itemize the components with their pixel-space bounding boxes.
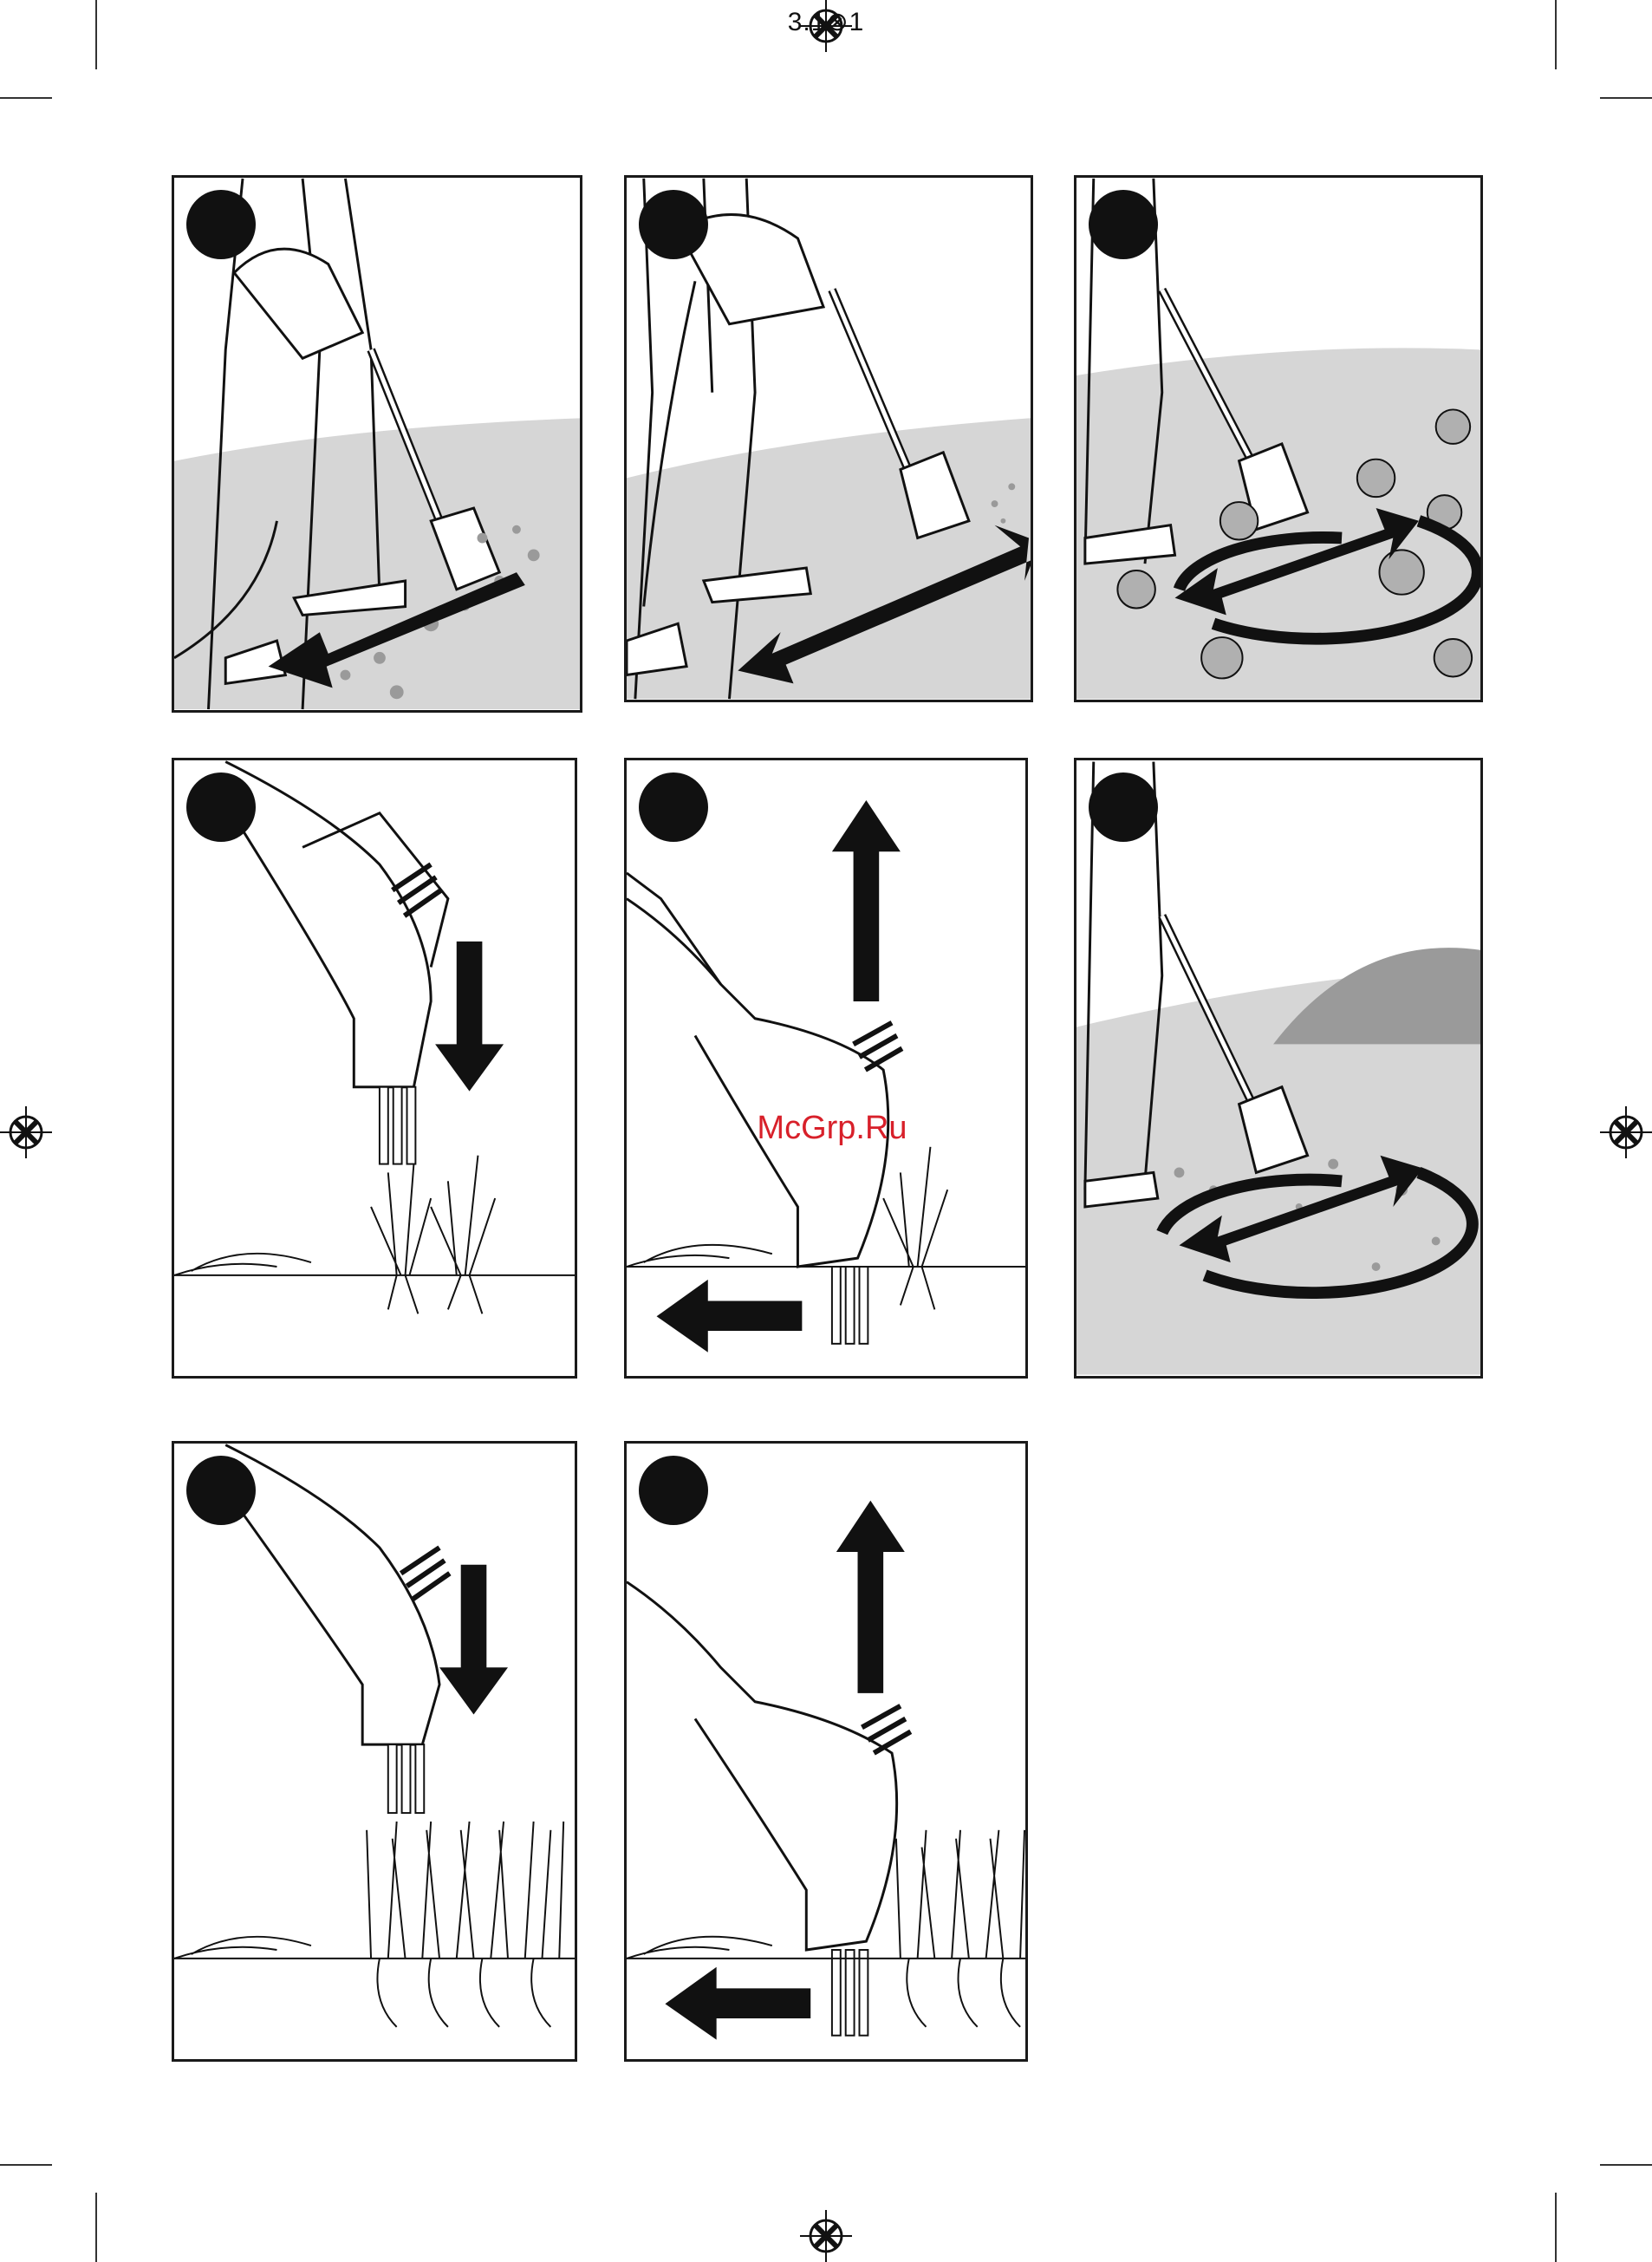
step-badge-4 — [186, 772, 256, 842]
illustration-panel-5 — [624, 758, 1028, 1379]
illustration-panel-6 — [1074, 758, 1483, 1379]
panel-5-illustration — [627, 760, 1025, 1376]
panel-7-illustration — [174, 1444, 575, 2059]
crop-mark — [1555, 2193, 1557, 2262]
step-badge-2 — [639, 190, 708, 259]
illustration-panel-2 — [624, 175, 1033, 702]
crop-mark — [0, 97, 52, 99]
step-badge-3 — [1089, 190, 1158, 259]
registration-mark-left — [0, 1106, 52, 1158]
registration-mark-bottom — [800, 2210, 852, 2262]
panel-1-illustration — [174, 178, 580, 710]
illustration-panel-3 — [1074, 175, 1483, 702]
crop-mark — [95, 2193, 97, 2262]
crop-mark — [1555, 0, 1557, 69]
panel-6-illustration — [1076, 760, 1480, 1376]
crop-mark — [95, 0, 97, 69]
step-badge-7 — [186, 1456, 256, 1525]
step-badge-8 — [639, 1456, 708, 1525]
crop-mark — [1600, 97, 1652, 99]
illustration-panel-1 — [172, 175, 582, 713]
registration-mark-top — [800, 0, 852, 52]
panel-4-illustration — [174, 760, 575, 1376]
illustration-panel-7 — [172, 1441, 577, 2062]
illustration-panel-8 — [624, 1441, 1028, 2062]
crop-mark — [0, 2164, 52, 2166]
panel-8-illustration — [627, 1444, 1025, 2059]
illustration-panel-4 — [172, 758, 577, 1379]
watermark-text: McGrp.Ru — [737, 1110, 927, 1147]
crop-mark — [1600, 2164, 1652, 2166]
step-badge-6 — [1089, 772, 1158, 842]
step-badge-5 — [639, 772, 708, 842]
step-badge-1 — [186, 190, 256, 259]
registration-mark-right — [1600, 1106, 1652, 1158]
